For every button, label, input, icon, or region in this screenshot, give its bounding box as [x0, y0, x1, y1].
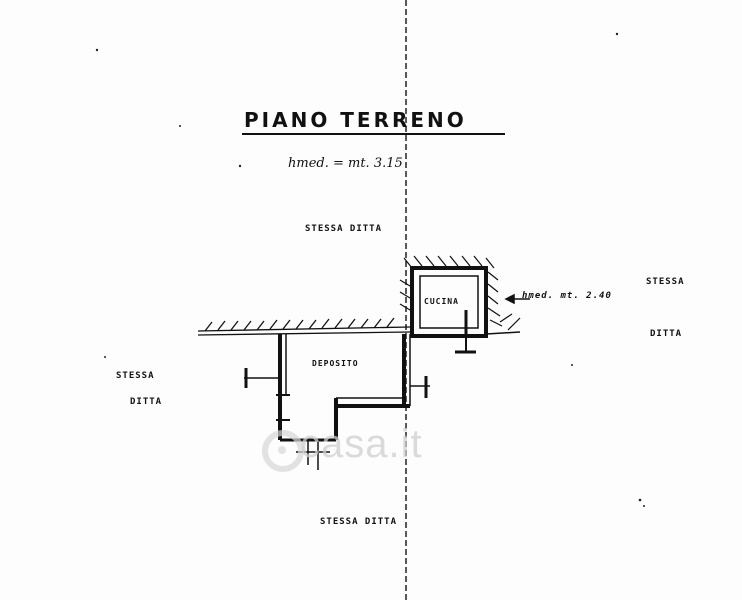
watermark-logo-dot-icon — [278, 446, 286, 454]
height-note: hmed. = mt. 3.15 — [288, 156, 403, 171]
lower-room-walls — [244, 334, 430, 470]
label-left-neighbor-1: STESSA — [116, 371, 155, 381]
label-top-neighbor: STESSA DITTA — [305, 224, 383, 234]
label-left-neighbor-2: DITTA — [130, 397, 163, 407]
ground-line-hatched — [197, 317, 411, 336]
upper-room-hatching — [399, 255, 521, 335]
watermark-logo-icon — [262, 430, 304, 472]
watermark-text: casa.it — [300, 422, 423, 466]
label-room-upper: CUCINA — [424, 297, 459, 306]
label-room-lower: DEPOSITO — [312, 359, 359, 368]
label-bottom-neighbor: STESSA DITTA — [320, 517, 398, 527]
label-right-neighbor-1: STESSA — [646, 277, 685, 287]
upper-room-walls — [410, 266, 488, 354]
label-right-neighbor-2: DITTA — [650, 329, 683, 339]
scan-speckles — [95, 32, 645, 507]
label-right-height: hmed. mt. 2.40 — [522, 291, 612, 301]
height-arrow — [504, 293, 530, 305]
plan-title: PIANO TERRENO — [244, 108, 467, 132]
